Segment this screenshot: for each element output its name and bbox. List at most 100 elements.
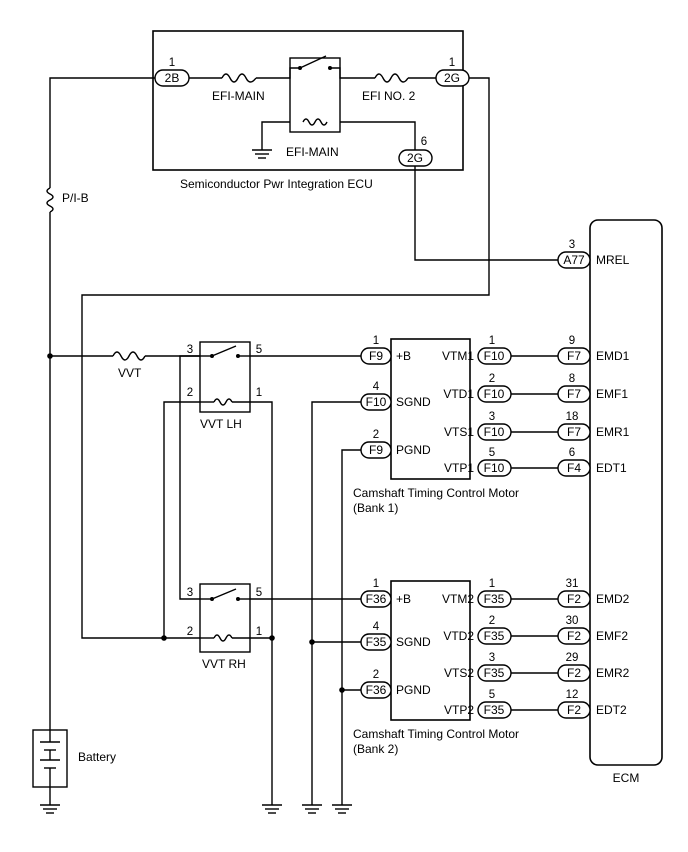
svg-text:PGND: PGND <box>396 683 431 697</box>
svg-text:F35: F35 <box>484 666 505 680</box>
svg-text:F10: F10 <box>366 395 387 409</box>
svg-text:EMD1: EMD1 <box>596 349 630 363</box>
ecm-terminal-emr1: F7 18 EMR1 <box>557 411 630 441</box>
svg-text:EDT2: EDT2 <box>596 703 627 717</box>
svg-text:2B: 2B <box>165 71 180 85</box>
motor-bank1-box <box>390 338 471 480</box>
svg-text:F2: F2 <box>567 666 581 680</box>
svg-text:9: 9 <box>569 335 575 347</box>
svg-text:1: 1 <box>489 578 495 590</box>
vvt-lh-pin1: 1 <box>256 387 262 399</box>
svg-text:1: 1 <box>489 335 495 347</box>
ecm-label: ECM <box>613 771 640 785</box>
motor-bank2-box <box>390 580 471 721</box>
svg-text:F36: F36 <box>366 683 387 697</box>
svg-text:3: 3 <box>569 239 575 251</box>
svg-text:VTP1: VTP1 <box>444 461 474 475</box>
svg-text:+B: +B <box>396 349 411 363</box>
vvt-fuse-label: VVT <box>118 366 142 380</box>
svg-text:F9: F9 <box>369 349 383 363</box>
svg-text:F2: F2 <box>567 703 581 717</box>
svg-text:VTD1: VTD1 <box>443 387 474 401</box>
semiconductor-ecu-box <box>152 30 464 171</box>
ground-icons <box>40 804 352 814</box>
pib-label: P/I-B <box>62 191 89 205</box>
efi-main-fuse <box>221 73 257 83</box>
ecm-box <box>589 219 663 766</box>
svg-text:EMR2: EMR2 <box>596 666 630 680</box>
svg-text:EMF2: EMF2 <box>596 629 628 643</box>
svg-text:8: 8 <box>569 373 575 385</box>
ecu-ground-icon <box>252 149 272 159</box>
svg-text:PGND: PGND <box>396 443 431 457</box>
svg-text:SGND: SGND <box>396 395 431 409</box>
vvt-lh-pin5: 5 <box>256 344 262 356</box>
svg-text:VTD2: VTD2 <box>443 629 474 643</box>
ecm-terminal-emf2: F2 30 EMF2 <box>557 615 628 645</box>
connector-2g-pin6: 2G 6 <box>398 136 433 167</box>
svg-text:F10: F10 <box>484 461 505 475</box>
efi-no2-fuse <box>374 73 409 83</box>
motor-bank1-label: Camshaft Timing Control Motor <box>353 486 519 500</box>
vvt-rh-label: VVT RH <box>202 657 246 671</box>
sgnd-ground-icon <box>302 804 322 814</box>
svg-text:1: 1 <box>373 335 379 347</box>
svg-text:VTM2: VTM2 <box>442 592 474 606</box>
motor-bank2-label: Camshaft Timing Control Motor <box>353 727 519 741</box>
connector-2b: 2B 1 <box>154 57 190 87</box>
svg-text:VTS2: VTS2 <box>444 666 474 680</box>
vvt-rh-relay <box>199 583 251 653</box>
efi-main-relay <box>289 55 341 133</box>
svg-text:4: 4 <box>373 381 380 393</box>
connector-2g-pin1: 2G 1 <box>435 57 470 87</box>
svg-text:F2: F2 <box>567 592 581 606</box>
svg-text:F35: F35 <box>484 703 505 717</box>
svg-text:30: 30 <box>566 615 579 627</box>
junction-dots <box>47 353 345 693</box>
svg-text:1: 1 <box>449 57 455 69</box>
motor-bank2-sublabel: (Bank 2) <box>353 742 398 756</box>
svg-text:4: 4 <box>373 621 380 633</box>
motor-bank2-right-terminals: VTM2 F35 1 VTD2 F35 2 VTS2 F35 3 VTP2 F3… <box>442 578 512 719</box>
battery-label: Battery <box>78 750 116 764</box>
svg-text:2: 2 <box>489 373 495 385</box>
efi-main-relay-label: EFI-MAIN <box>286 145 339 159</box>
relay-ground-icon <box>262 804 282 814</box>
motor-bank2-left-terminals: F36 1 +B F35 4 SGND F36 2 PGND <box>360 578 431 699</box>
svg-text:31: 31 <box>566 578 579 590</box>
ecm-terminal-edt1: F4 6 EDT1 <box>557 447 627 477</box>
svg-text:F10: F10 <box>484 387 505 401</box>
efi-main-fuse-label: EFI-MAIN <box>212 89 265 103</box>
svg-text:1: 1 <box>373 578 379 590</box>
vvt-rh-pin3: 3 <box>187 587 193 599</box>
svg-text:3: 3 <box>489 411 495 423</box>
svg-text:MREL: MREL <box>596 253 630 267</box>
vvt-rh-pin2: 2 <box>187 626 193 638</box>
pib-fuse-icon <box>46 187 54 213</box>
ecm-terminal-emd1: F7 9 EMD1 <box>557 335 630 365</box>
vvt-rh-pin1: 1 <box>256 626 262 638</box>
svg-text:12: 12 <box>566 689 579 701</box>
svg-text:F7: F7 <box>567 387 581 401</box>
svg-text:EDT1: EDT1 <box>596 461 627 475</box>
svg-text:5: 5 <box>489 447 495 459</box>
svg-text:EMR1: EMR1 <box>596 425 630 439</box>
svg-text:VTP2: VTP2 <box>444 703 474 717</box>
svg-text:F10: F10 <box>484 425 505 439</box>
vvt-lh-pin3: 3 <box>187 344 193 356</box>
wires <box>49 67 558 805</box>
vvt-fuse-icon <box>112 351 146 361</box>
svg-text:2: 2 <box>489 615 495 627</box>
svg-text:F2: F2 <box>567 629 581 643</box>
battery-ground-icon <box>40 804 60 814</box>
svg-text:5: 5 <box>489 689 495 701</box>
svg-text:VTM1: VTM1 <box>442 349 474 363</box>
svg-text:6: 6 <box>421 136 427 148</box>
svg-text:VTS1: VTS1 <box>444 425 474 439</box>
motor-bank1-sublabel: (Bank 1) <box>353 501 398 515</box>
svg-text:29: 29 <box>566 652 579 664</box>
svg-text:2: 2 <box>373 669 379 681</box>
svg-text:2G: 2G <box>407 151 423 165</box>
svg-text:1: 1 <box>169 57 175 69</box>
